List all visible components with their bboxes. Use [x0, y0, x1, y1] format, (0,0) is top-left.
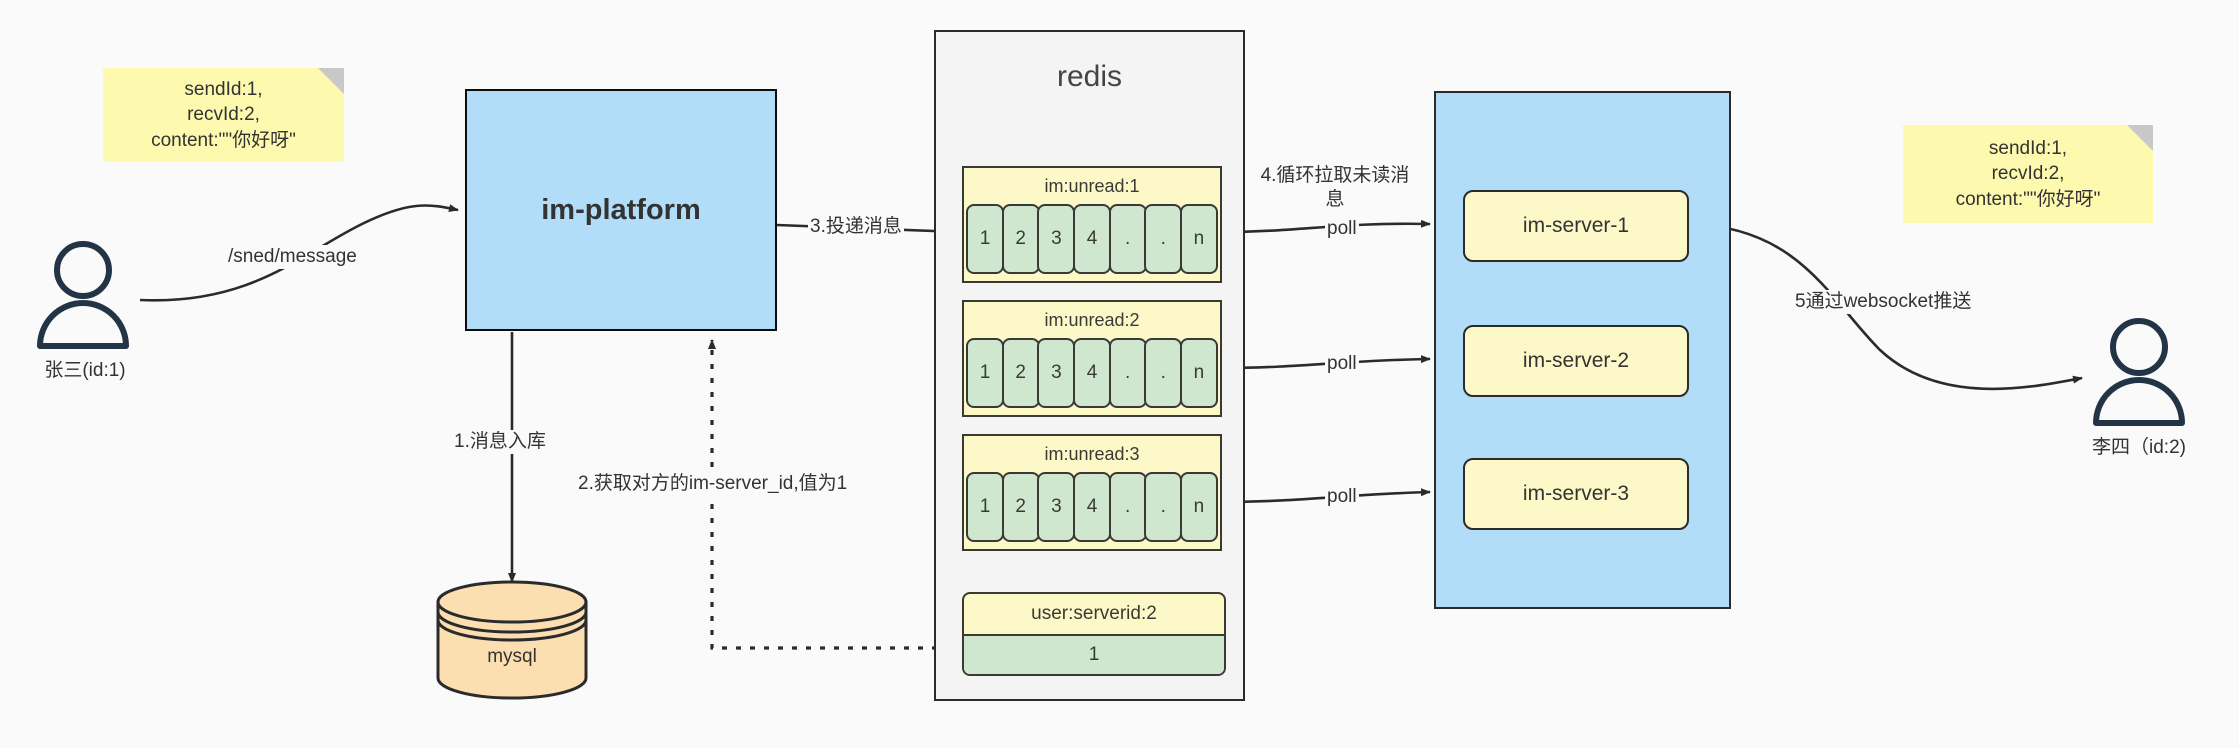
redis-cell[interactable]: . — [1144, 338, 1183, 408]
person-icon — [2093, 318, 2185, 426]
redis-kv-value: 1 — [964, 634, 1224, 674]
redis-cell[interactable]: 2 — [1001, 338, 1040, 408]
redis-cell[interactable]: n — [1179, 472, 1218, 542]
redis-cell[interactable]: 4 — [1072, 204, 1112, 274]
redis-cell[interactable]: n — [1179, 338, 1218, 408]
redis-cell[interactable]: 3 — [1037, 204, 1076, 274]
database-cylinder-icon — [436, 580, 588, 700]
redis-cell[interactable]: 4 — [1072, 472, 1112, 542]
redis-key-label: im:unread:1 — [1044, 175, 1140, 196]
mysql-label: mysql — [487, 646, 537, 667]
edge-label-send: /sned/message — [226, 245, 359, 269]
edge-label-deliver: 3.投递消息 — [808, 215, 904, 239]
im-platform-label: im-platform — [541, 193, 701, 226]
edge-label-poll-2: poll — [1325, 352, 1359, 376]
mysql-database[interactable]: mysql — [432, 580, 592, 700]
redis-key-group-2[interactable]: im:unread:2 1 2 3 4 . . n — [962, 300, 1222, 417]
redis-cell[interactable]: . — [1144, 204, 1183, 274]
edge-label-lookup: 2.获取对方的im-server_id,值为1 — [576, 472, 850, 496]
note-text: sendId:1, recvId:2, content:""你好呀" — [151, 78, 296, 151]
receiver-caption: 李四（id:2) — [2092, 437, 2186, 458]
redis-key-group-3[interactable]: im:unread:3 1 2 3 4 . . n — [962, 434, 1222, 551]
im-server-2-label: im-server-2 — [1522, 349, 1630, 372]
redis-cell[interactable]: 1 — [966, 338, 1005, 408]
redis-cell-row: 1 2 3 4 . . n — [964, 204, 1220, 276]
redis-title: redis — [1056, 60, 1123, 93]
redis-key-label: im:unread:2 — [1044, 309, 1140, 330]
im-server-3-label: im-server-3 — [1522, 482, 1630, 505]
note-fold-corner-icon — [2127, 125, 2153, 151]
redis-cell-row: 1 2 3 4 . . n — [964, 338, 1220, 410]
redis-cell[interactable]: 2 — [1001, 204, 1040, 274]
note-text: sendId:1, recvId:2, content:""你好呀" — [1955, 137, 2101, 210]
redis-cell[interactable]: 4 — [1072, 338, 1112, 408]
redis-cell[interactable]: . — [1108, 204, 1147, 274]
redis-cell[interactable]: 2 — [1001, 472, 1040, 542]
redis-kv-key: user:serverid:2 — [1031, 603, 1157, 624]
person-icon — [37, 241, 129, 349]
redis-cell[interactable]: n — [1179, 204, 1218, 274]
im-server-3-box[interactable]: im-server-3 — [1463, 458, 1689, 530]
redis-cell[interactable]: 1 — [966, 204, 1005, 274]
redis-key-group-1[interactable]: im:unread:1 1 2 3 4 . . n — [962, 166, 1222, 283]
im-server-2-box[interactable]: im-server-2 — [1463, 325, 1689, 397]
edge-label-poll-3: poll — [1325, 485, 1359, 509]
redis-cell[interactable]: 3 — [1037, 472, 1076, 542]
redis-cell[interactable]: . — [1108, 338, 1147, 408]
sender-caption: 张三(id:1) — [44, 360, 126, 381]
im-server-1-box[interactable]: im-server-1 — [1463, 190, 1689, 262]
redis-key-label: im:unread:3 — [1044, 443, 1140, 464]
im-platform-box[interactable]: im-platform — [465, 89, 777, 331]
redis-cell[interactable]: . — [1108, 472, 1147, 542]
im-server-1-label: im-server-1 — [1522, 214, 1630, 237]
edge-label-store: 1.消息入库 — [452, 430, 548, 454]
message-payload-note-right: sendId:1, recvId:2, content:""你好呀" — [1903, 125, 2153, 223]
note-fold-corner-icon — [318, 68, 344, 94]
redis-cell[interactable]: 1 — [966, 472, 1005, 542]
redis-cell[interactable]: . — [1144, 472, 1183, 542]
message-payload-note-left: sendId:1, recvId:2, content:""你好呀" — [103, 68, 344, 162]
receiver-avatar — [2084, 317, 2194, 427]
redis-cell-row: 1 2 3 4 . . n — [964, 472, 1220, 544]
edge-label-poll-1: poll — [1325, 217, 1359, 241]
edge-label-push: 5通过websocket推送 — [1793, 290, 1974, 314]
sender-avatar — [28, 240, 138, 350]
redis-cell[interactable]: 3 — [1037, 338, 1076, 408]
edge-label-pull: 4.循环拉取未读消 息 — [1260, 165, 1410, 210]
redis-user-serverid-entry[interactable]: user:serverid:2 1 — [962, 592, 1226, 676]
